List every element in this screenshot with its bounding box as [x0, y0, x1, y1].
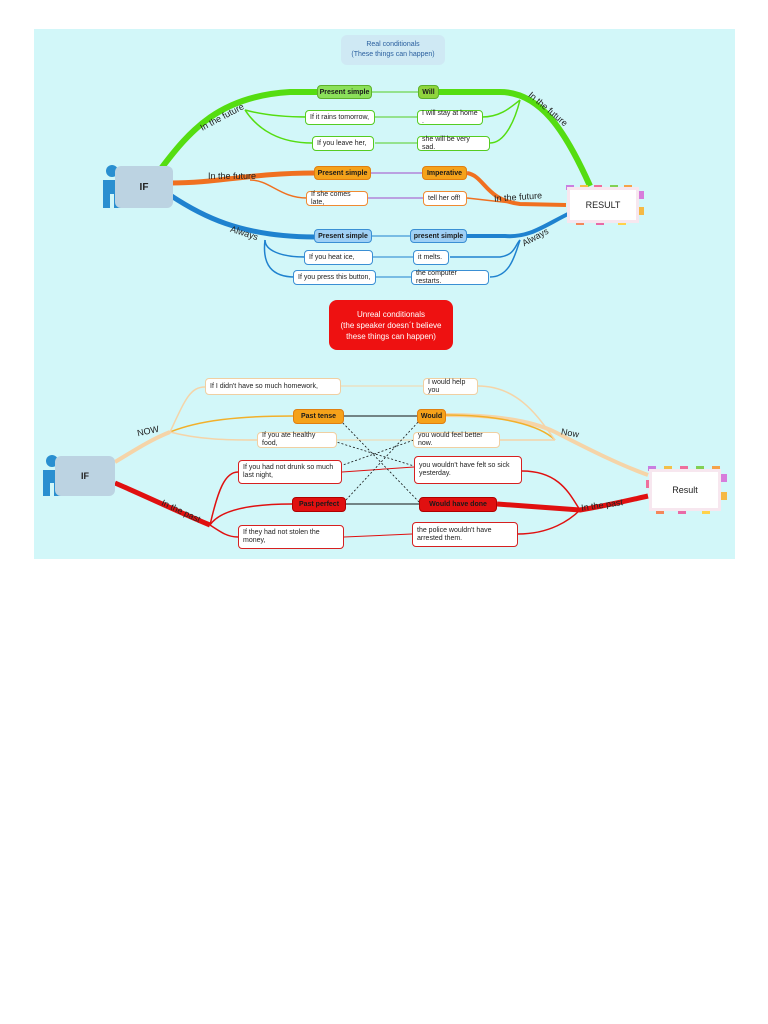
- example-restarts: the computer restarts.: [411, 270, 489, 285]
- branch-past-ex2: [209, 524, 239, 538]
- head-would-have-done: Would have done: [419, 497, 497, 512]
- branch-future-imp-rex: [466, 197, 521, 205]
- example-will-stay: I will stay at home .: [417, 110, 483, 125]
- example-if-homework: If I didn't have so much homework,: [205, 378, 341, 395]
- branch-past-rex2: [517, 509, 581, 535]
- branch-past-rex1: [521, 470, 581, 511]
- real-result-node: RESULT: [566, 185, 646, 225]
- head-present-simple-always: Present simple: [314, 229, 372, 243]
- branch-always-rex1: [450, 239, 521, 258]
- real-result-label: RESULT: [570, 190, 636, 220]
- head-past-tense: Past tense: [293, 409, 344, 424]
- unreal-if-label: IF: [55, 456, 115, 496]
- example-if-drunk: If you had not drunk so much last night,: [238, 460, 342, 484]
- branch-past-ex1: [209, 471, 239, 526]
- branch-future-imp-ex: [249, 179, 308, 199]
- real-if-node: IF: [95, 162, 173, 210]
- unreal-result-node: Result: [646, 466, 728, 514]
- branch-always-rex2: [489, 239, 521, 278]
- unreal-conditionals-title: Unreal conditionals (the speaker doesn´t…: [329, 300, 453, 350]
- link-past-ex1: [341, 466, 415, 473]
- puzzle-frame-icon: [566, 185, 644, 225]
- cross-2: [345, 419, 421, 501]
- branch-future-imp-left: [169, 170, 316, 186]
- head-present-simple-result: present simple: [410, 229, 467, 243]
- branch-past-head: [209, 503, 293, 526]
- branch-future-will-left: [157, 89, 318, 172]
- example-if-heat: If you heat ice,: [304, 250, 373, 265]
- branch-future-will-rex2: [489, 99, 521, 144]
- cross-1: [339, 419, 421, 504]
- example-arrested: the police wouldn't have arrested them.: [412, 522, 518, 547]
- real-if-label: IF: [115, 166, 173, 208]
- example-melts: it melts.: [413, 250, 449, 265]
- example-feel-better: you would feel better now.: [413, 432, 500, 448]
- real-conditionals-title: Real conditionals (These things can happ…: [341, 35, 445, 65]
- example-if-stolen: If they had not stolen the money,: [238, 525, 344, 549]
- real-title-line1: Real conditionals: [366, 41, 420, 48]
- branch-always-ex1: [264, 239, 306, 258]
- link-past-ex2: [343, 533, 413, 538]
- unreal-title-line1: Unreal conditionals: [356, 309, 426, 319]
- branch-future-will-right: [438, 89, 593, 188]
- unreal-title-line3: these things can happen): [346, 331, 436, 341]
- example-would-help: I would help you: [423, 378, 478, 395]
- branch-now-rex1: [477, 385, 556, 441]
- branch-future-will-ex2: [244, 109, 313, 144]
- puzzle-frame-icon: [646, 466, 727, 514]
- branch-now-rhead: [445, 414, 556, 441]
- branch-always-right: [467, 211, 571, 239]
- branch-past-right: [496, 493, 649, 513]
- branch-now-left: [113, 430, 171, 464]
- branch-always-left: [168, 192, 316, 240]
- cross-3: [329, 439, 415, 467]
- real-title-line2: (These things can happen): [351, 51, 435, 58]
- example-if-press: If you press this button,: [293, 270, 376, 285]
- example-will-sad: she will be very sad.: [417, 136, 490, 151]
- branch-future-will-rex1: [481, 99, 521, 118]
- branch-future-will-ex1: [244, 109, 308, 118]
- example-if-rains: If it rains tomorrow,: [305, 110, 375, 125]
- branch-past-left: [114, 480, 211, 528]
- branch-now-ex1: [169, 386, 206, 433]
- head-past-perfect: Past perfect: [292, 497, 346, 512]
- head-would: Would: [417, 409, 446, 424]
- example-if-leave: If you leave her,: [312, 136, 374, 151]
- unreal-if-node: IF: [35, 452, 115, 498]
- label-future-imp-left: In the future: [208, 171, 257, 181]
- head-present-simple-imp: Present simple: [314, 166, 371, 180]
- example-felt-sick: you wouldn't have felt so sick yesterday…: [414, 456, 522, 484]
- branch-always-ex2: [263, 239, 296, 278]
- branch-now-head: [169, 415, 294, 433]
- head-imperative: Imperative: [422, 166, 467, 180]
- unreal-result-label: Result: [652, 472, 718, 508]
- example-if-healthy: If you ate healthy food,: [257, 432, 337, 448]
- example-if-late: If she comes late,: [306, 191, 368, 206]
- unreal-title-line2: (the speaker doesn´t believe: [340, 320, 442, 330]
- cross-4: [339, 439, 415, 467]
- head-will: Will: [418, 85, 439, 99]
- example-tell-off: tell her off!: [423, 191, 467, 206]
- branch-now-ex2: [169, 431, 258, 441]
- head-present-simple-will: Present simple: [317, 85, 372, 99]
